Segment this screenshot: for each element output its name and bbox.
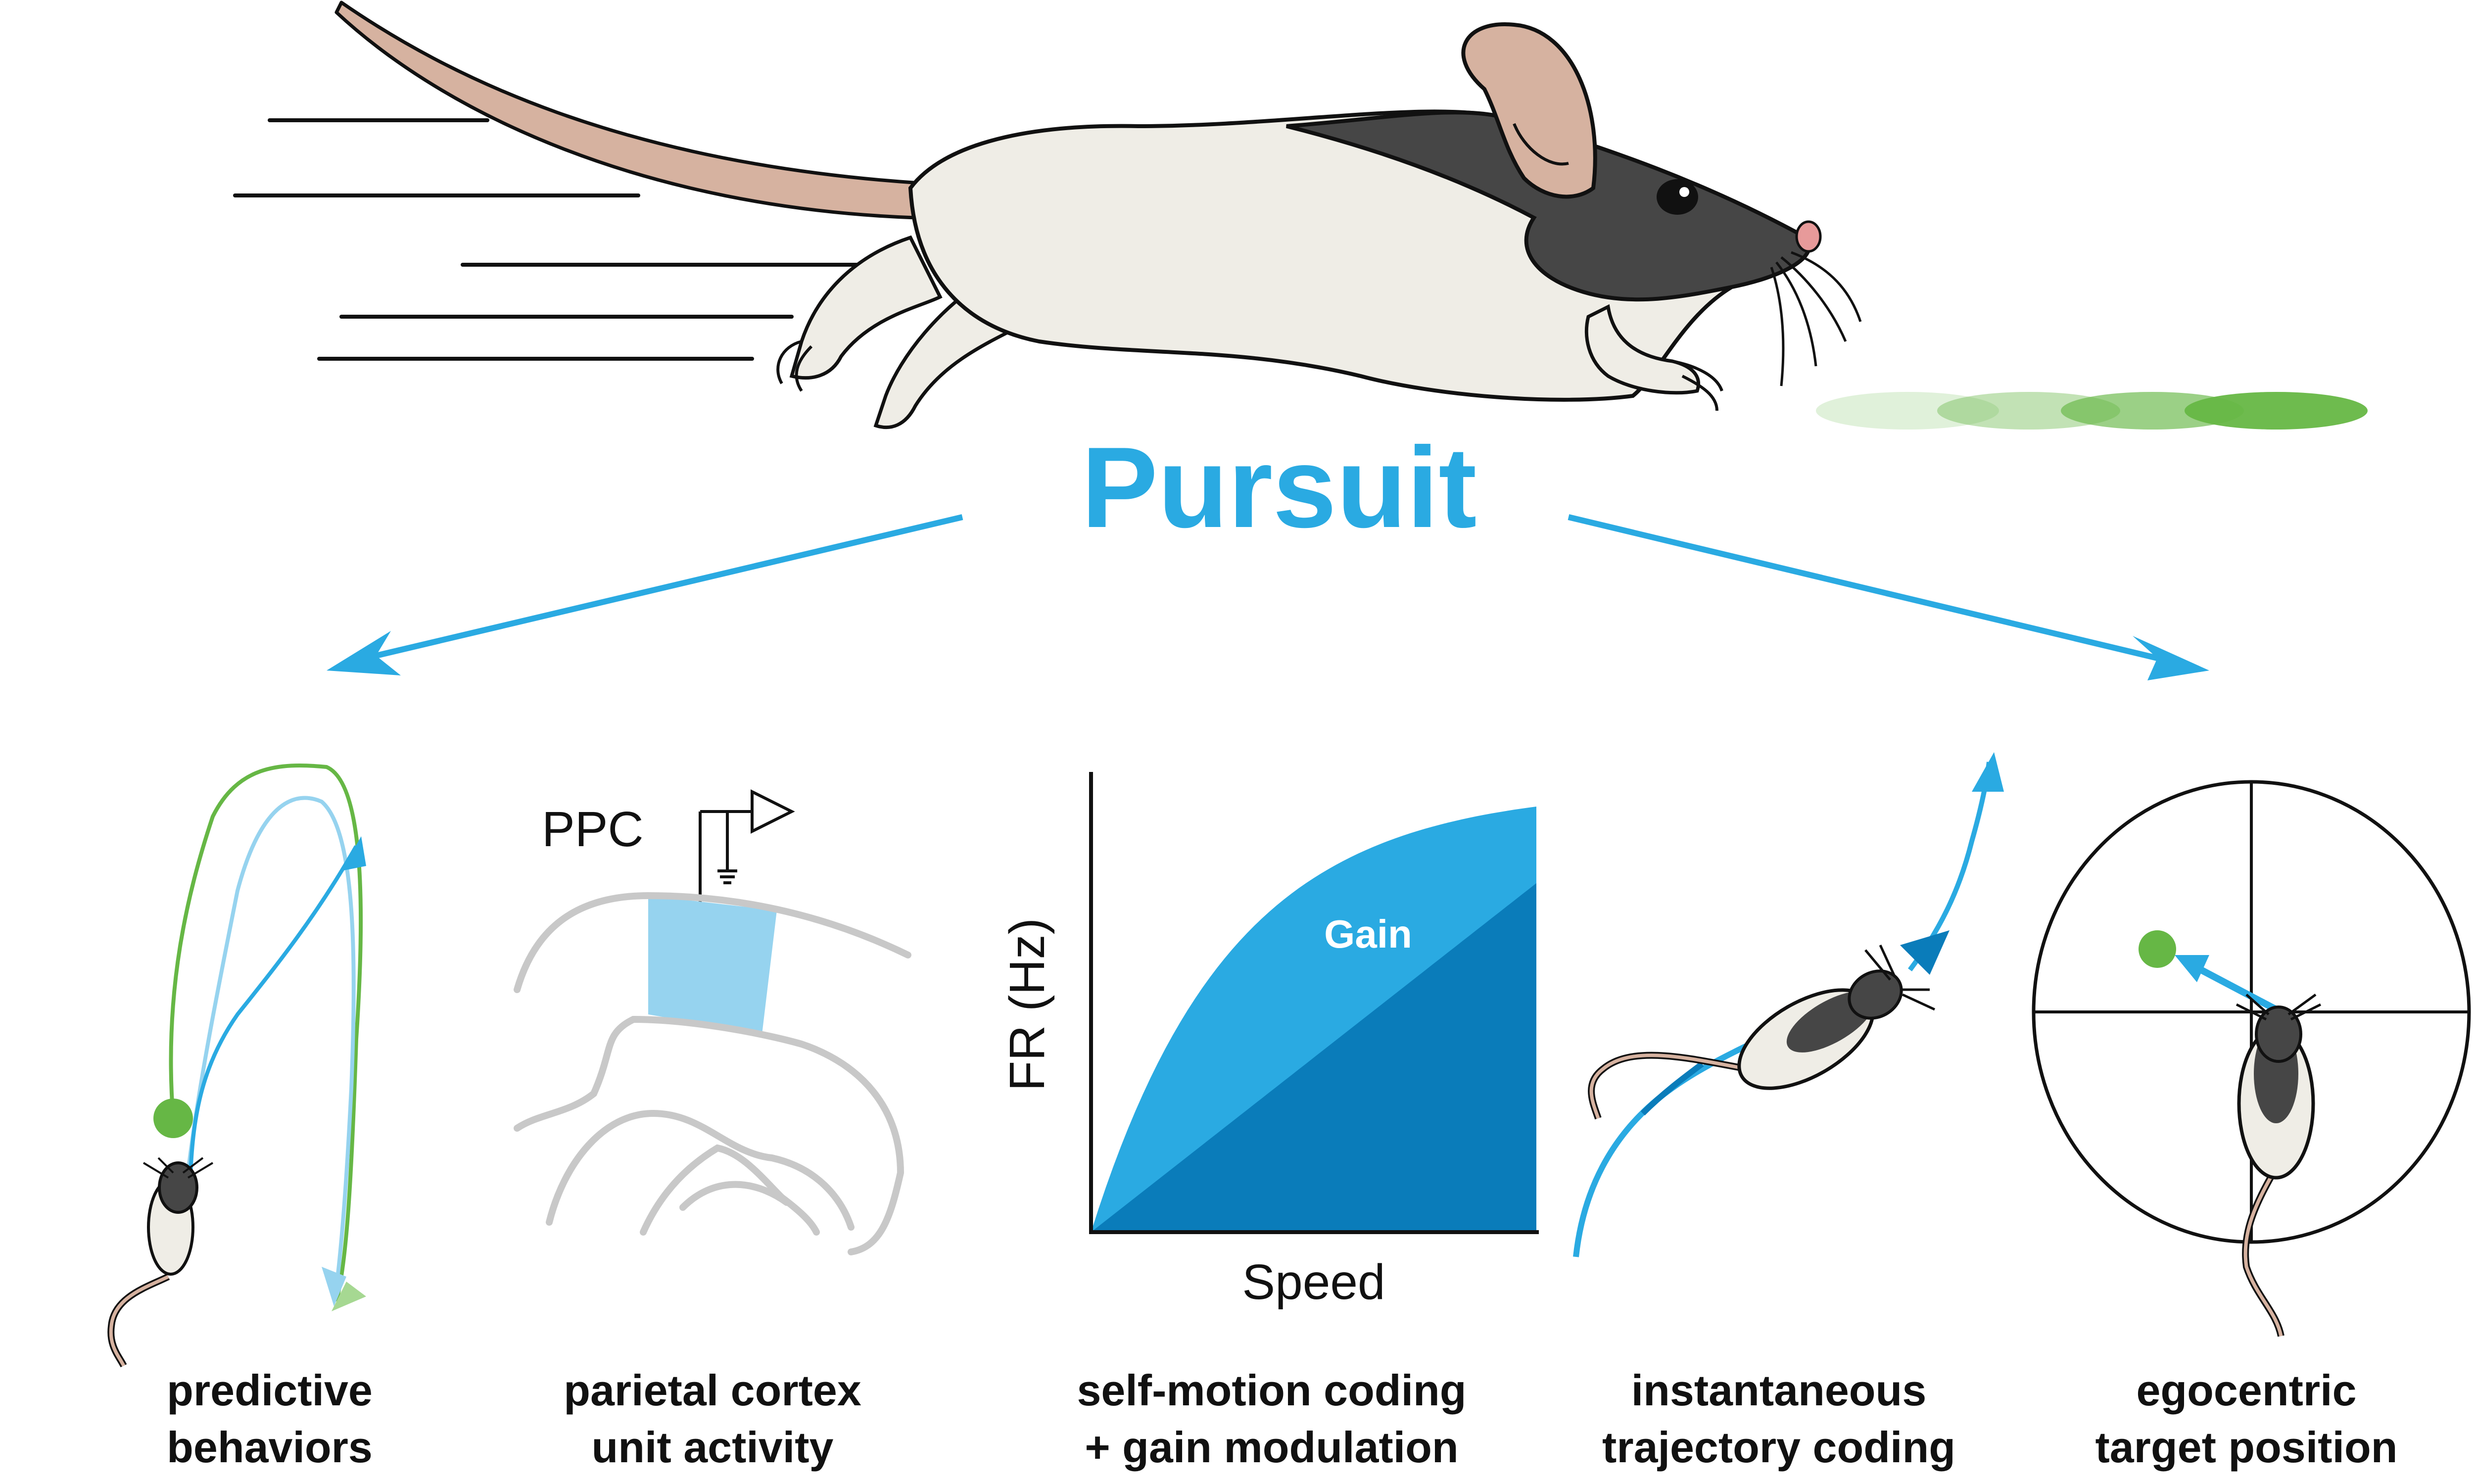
small-rat-diagonal: [1588, 944, 1936, 1120]
heading-arrowhead: [1900, 930, 1950, 975]
green-arrowhead: [332, 1282, 366, 1311]
rat-ear: [1461, 22, 1597, 199]
pursuit-title: Pursuit: [1081, 424, 1476, 552]
brain-section-outline: [514, 892, 911, 1255]
caption-predictive-line1: predictive: [167, 1366, 373, 1415]
future-arrowhead: [1972, 752, 2004, 792]
rat-eye-highlight: [1679, 187, 1689, 197]
x-axis-label: Speed: [1242, 1254, 1385, 1310]
arrow-left: [327, 514, 963, 675]
light-arrowhead: [322, 1267, 346, 1306]
small-rat-top-view: [107, 1157, 214, 1368]
green-target-dot: [153, 1099, 193, 1138]
green-target-trajectory: [169, 763, 363, 1302]
rat-tail: [334, 0, 922, 220]
ppc-recording-region: [648, 896, 777, 1034]
rat-hind-leg: [789, 235, 943, 380]
egocentric-target-dot: [2139, 930, 2176, 968]
running-rat-illustration: [233, 0, 1862, 430]
linear-area-series: [1091, 883, 1536, 1232]
caption-parietal-line1: parietal cortex: [564, 1366, 861, 1415]
caption-selfmotion-line2: + gain modulation: [1085, 1423, 1458, 1472]
caption-egocentric-line1: egocentric: [2136, 1366, 2356, 1415]
ppc-label: PPC: [542, 802, 644, 857]
caption-selfmotion-line1: self-motion coding: [1077, 1366, 1466, 1415]
caption-egocentric-line2: target position: [2095, 1423, 2397, 1472]
target-motion-trail: [1816, 392, 2368, 430]
panel-egocentric-target: egocentric target position: [2032, 780, 2471, 1472]
egocentric-vector-arrowhead: [2175, 955, 2209, 982]
panel-predictive-behaviors: predictive behaviors: [107, 763, 373, 1472]
caption-parietal-line2: unit activity: [592, 1423, 834, 1472]
light-blue-predicted-path: [186, 796, 356, 1287]
chart-annotation-gain: Gain: [1324, 912, 1412, 956]
speed-lines: [233, 118, 878, 361]
arrow-right: [1568, 514, 2209, 680]
blue-pursuit-path: [189, 845, 358, 1176]
y-axis-label: FR (Hz): [999, 918, 1055, 1091]
panel-trajectory-coding: instantaneous trajectory coding: [1573, 752, 2004, 1472]
rat-ear-inner: [1513, 123, 1569, 166]
rat-nose: [1795, 220, 1822, 253]
caption-predictive-line2: behaviors: [167, 1423, 373, 1472]
current-trajectory-segment: [1640, 1061, 1704, 1116]
rat-front-paw: [1672, 360, 1723, 411]
rat-eye: [1657, 179, 1698, 215]
rat-front-leg: [1584, 304, 1701, 395]
caption-trajectory-line1: instantaneous: [1631, 1366, 1927, 1415]
panel-parietal-cortex: PPC parietal cortex unit activity: [514, 789, 911, 1472]
small-rat-upright: [2236, 993, 2322, 1337]
caption-trajectory-line2: trajectory coding: [1602, 1423, 1955, 1472]
panel-self-motion-chart: Gain FR (Hz) Speed self-motion coding + …: [999, 772, 1539, 1472]
blue-arrowhead: [341, 836, 366, 871]
rat-hind-foot: [776, 340, 813, 392]
rat-whiskers: [1770, 251, 1862, 386]
